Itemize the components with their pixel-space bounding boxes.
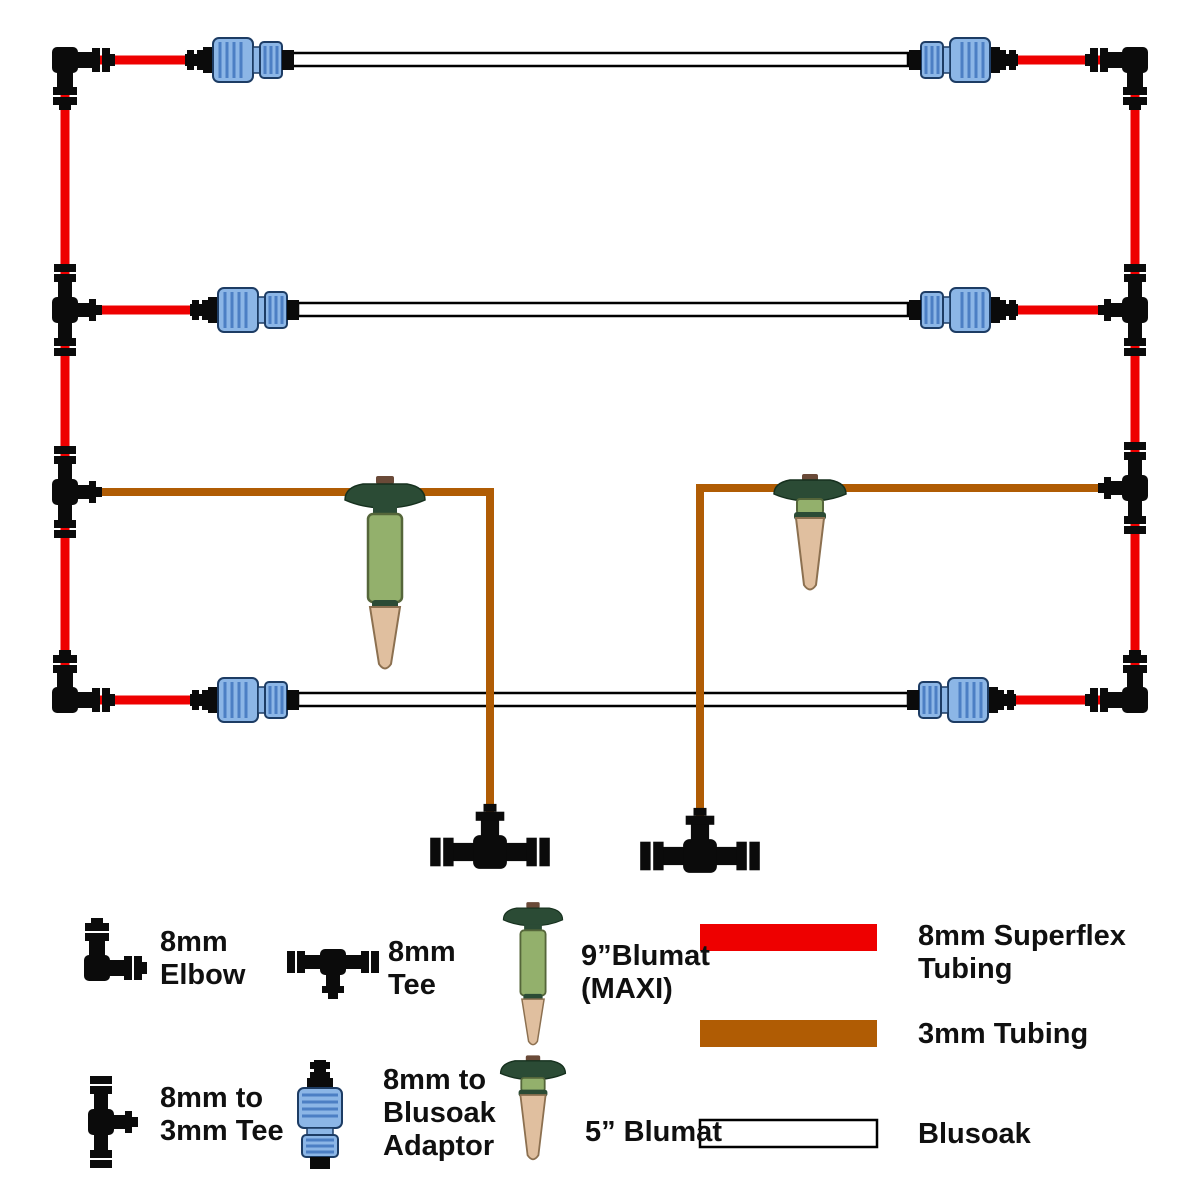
blusoak-adaptor — [185, 37, 294, 83]
tee-8mm-to-3mm-left — [52, 446, 102, 538]
legend-blumat-5in-icon — [499, 1055, 567, 1161]
legend-elbow-icon — [84, 918, 147, 981]
blusoak-adaptor — [190, 677, 299, 723]
blusoak-tubing — [296, 691, 910, 708]
legend-label-3mm-tubing: 3mm Tubing — [918, 1018, 1089, 1050]
legend-label-superflex: 8mm Superflex Tubing — [918, 920, 1126, 985]
elbow-8mm-bottom-left — [52, 650, 115, 713]
legend-label-8mm-elbow: 8mm Elbow — [160, 926, 246, 991]
blusoak-adaptor — [190, 287, 299, 333]
legend-label-9in-blumat: 9”Blumat (MAXI) — [581, 940, 710, 1005]
elbow-8mm-top-right — [1085, 47, 1148, 110]
legend-label-blusoak: Blusoak — [918, 1118, 1031, 1150]
tee-8mm-right — [1098, 264, 1148, 356]
legend-label-blusoak-adaptor: 8mm to Blusoak Adaptor — [383, 1064, 496, 1162]
blusoak-tubing — [296, 301, 910, 318]
legend-superflex-swatch — [700, 924, 877, 951]
tee-bottom-right — [640, 807, 760, 873]
tee-bottom-left — [430, 803, 550, 869]
legend-label-5in-blumat: 5” Blumat — [585, 1116, 722, 1148]
blusoak-tubing — [290, 51, 910, 68]
legend-blusoak-adaptor-icon — [297, 1060, 343, 1169]
legend-3mm-tubing-swatch — [700, 1020, 877, 1047]
legend-3mm-tee-icon — [88, 1076, 138, 1168]
blumat-5in — [773, 474, 847, 591]
legend-blumat-maxi-icon — [502, 902, 564, 1046]
blusoak-adaptor — [909, 37, 1018, 83]
elbow-8mm-top-left — [52, 47, 115, 110]
legend-label-8mm-3mm-tee: 8mm to 3mm Tee — [160, 1082, 284, 1147]
elbow-8mm-bottom-right — [1085, 650, 1148, 713]
brown-3mm-tubing — [83, 488, 494, 846]
blusoak-adaptor — [907, 677, 1016, 723]
legend-blusoak-swatch — [698, 1118, 879, 1149]
tee-8mm-left — [52, 264, 102, 356]
blumat-9in-maxi — [344, 476, 426, 670]
brown-3mm-tubing — [696, 484, 1117, 851]
legend-tee-icon — [287, 949, 379, 999]
legend-label-8mm-tee: 8mm Tee — [388, 936, 456, 1001]
blusoak-adaptor — [909, 287, 1018, 333]
tee-8mm-to-3mm-right — [1098, 442, 1148, 534]
